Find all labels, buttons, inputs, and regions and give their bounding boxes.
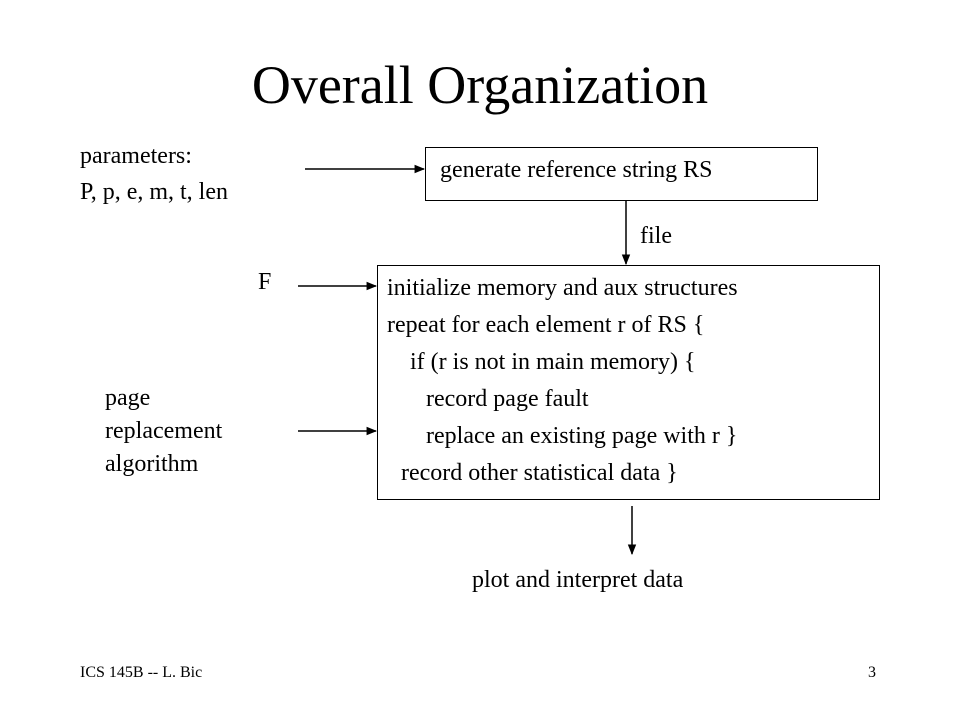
generator-box-text: generate reference string RS (440, 157, 713, 183)
slide-title: Overall Organization (251, 55, 709, 115)
simulator-line-2: repeat for each element r of RS { (387, 312, 705, 338)
simulator-line-4: record page fault (426, 386, 589, 412)
frames-label: F (258, 269, 272, 295)
parameters-label: parameters: (80, 143, 192, 169)
simulator-box (377, 265, 880, 500)
algorithm-label-line-3: algorithm (105, 451, 199, 477)
algorithm-label-line-1: page (105, 385, 151, 411)
output-label: plot and interpret data (472, 567, 684, 593)
simulator-line-6: record other statistical data } (401, 460, 678, 486)
file-label: file (640, 223, 672, 249)
simulator-line-5: replace an existing page with r } (426, 423, 738, 449)
simulator-line-3: if (r is not in main memory) { (410, 349, 696, 375)
footer-course: ICS 145B -- L. Bic (80, 664, 203, 681)
algorithm-label-line-2: replacement (105, 418, 223, 444)
parameters-list: P, p, e, m, t, len (80, 179, 228, 205)
page-number: 3 (868, 664, 876, 681)
generator-box (425, 147, 818, 201)
simulator-line-1: initialize memory and aux structures (387, 275, 738, 301)
